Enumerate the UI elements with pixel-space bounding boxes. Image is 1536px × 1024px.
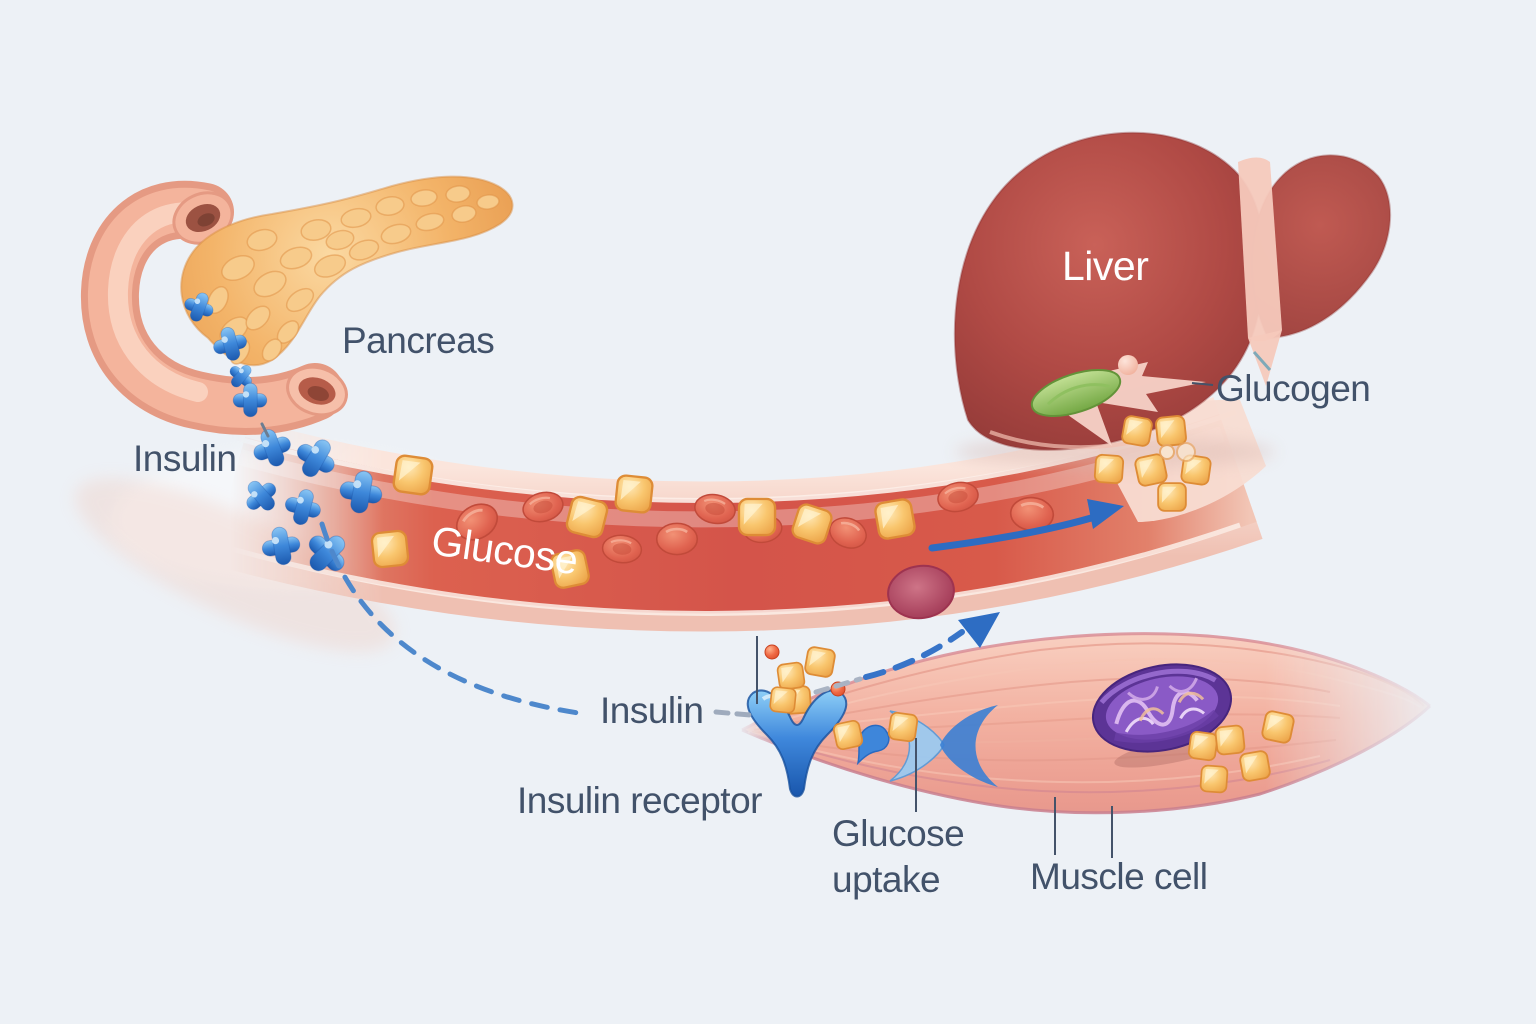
- ligament-tip: [1248, 330, 1282, 386]
- duodenum-highlight: [107, 202, 213, 402]
- glucogen-callout: [1191, 382, 1214, 386]
- vessel-rim-bottom: [231, 522, 1241, 616]
- uptake-dashed-arrow: [713, 612, 1000, 718]
- blood-flow-arrow: [928, 499, 1124, 552]
- insulin-dashed-path: [319, 521, 588, 717]
- pancreas-label: Pancreas: [342, 320, 494, 361]
- insulin-receptor-label: Insulin receptor: [517, 780, 762, 821]
- insulin-molecules: [179, 287, 386, 584]
- red-blood-cell-dark: [887, 564, 955, 620]
- glucogen-label: Glucogen: [1216, 368, 1370, 409]
- liver-label: Liver: [1062, 243, 1148, 289]
- liver: [953, 131, 1392, 468]
- glucose-uptake-label-line1: Glucose: [832, 813, 964, 854]
- duodenum-mouth: [286, 365, 348, 417]
- insulin-secretion-label: Insulin: [133, 438, 236, 479]
- uptake-arrowhead: [958, 612, 1000, 648]
- hepatic-duct-ball: [1118, 355, 1138, 375]
- cristae: [1114, 690, 1199, 727]
- vessel-blood: [214, 414, 1257, 614]
- insulin-label: Insulin: [600, 690, 703, 731]
- callout-lines: [756, 382, 1214, 858]
- muscle-cell-label: Muscle cell: [1030, 856, 1208, 897]
- portal-detail: [1252, 351, 1272, 371]
- secretion-tick: [260, 422, 270, 438]
- glucose-cluster-liver: [1093, 414, 1213, 512]
- falciform-ligament: [1238, 157, 1282, 342]
- glucose-bubble: [1159, 444, 1175, 460]
- insulin-signal-blob: [856, 724, 890, 766]
- blood-flow-arrowhead: [1087, 499, 1124, 529]
- glucose-uptake-label-line2: uptake: [832, 859, 940, 900]
- gallbladder: [1030, 369, 1122, 417]
- signal-dot: [764, 644, 780, 660]
- glucose-bubble: [1176, 442, 1196, 462]
